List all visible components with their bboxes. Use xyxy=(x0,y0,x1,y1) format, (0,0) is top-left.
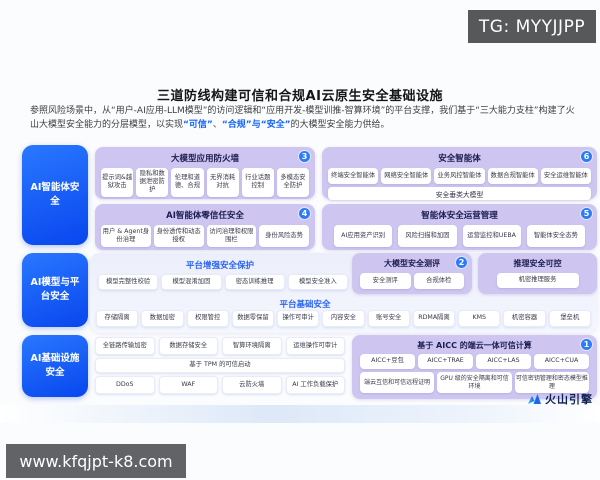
feature-chip: 机密容器 xyxy=(503,310,546,327)
pillar-ai-model-platform-security: AI模型与平台安全 xyxy=(22,253,88,327)
feature-chip: AI应用资产识别 xyxy=(334,225,393,247)
section-title: 智能体安全运营管理 xyxy=(421,211,498,221)
feature-chip: 安全测评 xyxy=(360,273,411,289)
infra-chip-row: 全链路传输加密 数据存储安全 智算环境隔离 运维操作可审计 xyxy=(95,337,345,355)
feature-chip: 机密推理服务 xyxy=(496,273,579,288)
feature-chip: 业务风控智能体 xyxy=(434,168,485,184)
feature-chip: 模型混淆加固 xyxy=(161,274,222,290)
volcengine-logo: 火山引擎 xyxy=(527,391,593,407)
bottom-gradient-band xyxy=(0,405,600,423)
feature-chip: AICC+CUA xyxy=(534,354,589,369)
intro-segment: 的大模型安全能力供给。 xyxy=(290,120,390,131)
infra-chip-row: DDoS WAF 云防火墙 AI 工作负载保护 xyxy=(95,376,345,394)
infra-chip-row: 基于 TPM 的可信启动 xyxy=(95,358,345,373)
feature-chip: 数据零保留 xyxy=(231,310,275,327)
section-title: 安全智能体 xyxy=(438,154,481,164)
feature-chip: 合规体检 xyxy=(413,273,464,289)
feature-chip: 提示词&越狱攻击 xyxy=(101,168,134,197)
intro-paragraph: 参照风险场景中，从“用户-AI应用-LLM模型”的访问逻辑和“应用开发-模型训推… xyxy=(30,104,578,133)
section-title: 基于 AICC 的端云一体可信计算 xyxy=(417,341,532,350)
number-badge: 2 xyxy=(455,256,468,269)
feature-chip: 内容安全 xyxy=(322,310,365,327)
section-title: 大模型安全测评 xyxy=(384,259,440,268)
feature-chip: 网络安全智能体 xyxy=(381,168,432,184)
feature-chip: AICC+LAS xyxy=(476,354,531,369)
feature-chip: 数据加密 xyxy=(141,310,184,327)
platform-enhanced-title: 平台增强安全保护 xyxy=(185,261,254,271)
pillar-ai-infrastructure-security: AI基础设施安全 xyxy=(22,335,88,397)
feature-chip: 运维操作可审计 xyxy=(285,337,345,355)
feature-chip: 操作可审计 xyxy=(277,310,320,327)
feature-chip: WAF xyxy=(158,376,218,394)
section-llm-app-firewall: 大模型应用防火墙 3 提示词&越狱攻击 隐私和数据泄密防护 伦理和道德、合规 无… xyxy=(95,147,315,199)
feature-chip: 存储隔离 xyxy=(96,310,139,327)
number-badge: 4 xyxy=(298,207,311,220)
feature-chip: 终端安全智能体 xyxy=(328,168,379,184)
feature-chip: 基于 TPM 的可信启动 xyxy=(95,358,345,373)
feature-chip: 堡垒机 xyxy=(548,310,591,327)
feature-chip: GPU 级的安全隔离和可信环境 xyxy=(437,372,512,393)
feature-chip: AI 工作负载保护 xyxy=(285,376,345,394)
feature-chip: 行业话题控制 xyxy=(241,168,274,197)
feature-chip: 身份透传和动态授权 xyxy=(153,225,204,247)
section-agent-zero-trust: AI智能体零信任安全 4 用户 & Agent身份治理 身份透传和动态授权 访问… xyxy=(95,204,315,250)
feature-chip: 智算环境隔离 xyxy=(222,337,282,355)
feature-chip: 可信密钥管理和密态模型推理 xyxy=(514,372,589,393)
number-badge: 6 xyxy=(580,150,593,163)
feature-chip: 数据存储安全 xyxy=(158,337,218,355)
section-model-security-eval: 大模型安全测评 2 安全测评 合规体检 xyxy=(352,253,472,294)
feature-chip: 端云互信和可信远程证明 xyxy=(360,372,435,393)
feature-chip: 安全运维智能体 xyxy=(540,168,592,184)
website-watermark: www.kfqjpt-k8.com xyxy=(6,444,186,478)
section-security-agents: 安全智能体 6 终端安全智能体 网络安全智能体 业务风控智能体 数据合规智能体 … xyxy=(322,147,597,200)
security-vertical-model-bar: 安全垂类大模型 xyxy=(328,187,591,200)
section-title: AI智能体零信任安全 xyxy=(166,211,244,221)
section-inference-control: 推理安全可控 机密推理服务 xyxy=(478,253,597,294)
feature-chip: 用户 & Agent身份治理 xyxy=(101,225,151,247)
feature-chip: 伦理和道德、合规 xyxy=(171,168,204,197)
number-badge: 1 xyxy=(580,338,593,351)
feature-chip: AICC+豆包 xyxy=(360,354,415,369)
intro-segment: 参照风险场景中，从“用户-AI应用-LLM模型”的访问逻辑和“应用开发-模型训推… xyxy=(30,106,575,131)
feature-chip: 权限管控 xyxy=(186,310,229,327)
feature-chip: 运营监控和UEBA xyxy=(462,225,521,247)
section-title: 推理安全可控 xyxy=(513,259,562,268)
number-badge: 5 xyxy=(580,207,593,220)
pillar-ai-agent-security: AI智能体安全 xyxy=(22,145,88,245)
feature-chip: DDoS xyxy=(95,376,155,394)
feature-chip: 访问治理和权限围栏 xyxy=(206,225,257,247)
telegram-watermark: TG: MYYJJPP xyxy=(468,10,596,43)
section-model-platform-band: 平台增强安全保护 模型完整性校验 模型混淆加固 密态训练推理 模型安全准入 大模… xyxy=(90,253,597,333)
intro-highlight-trusted: “可信” xyxy=(183,120,213,131)
feature-chip: 模型完整性校验 xyxy=(98,274,159,290)
feature-chip: KMS xyxy=(458,310,501,327)
feature-chip: 身份风险态势 xyxy=(259,225,309,247)
feature-chip: 无界消耗对抗 xyxy=(206,168,239,197)
feature-chip: 数据合规智能体 xyxy=(487,168,538,184)
feature-chip: 密态训练推理 xyxy=(224,274,285,290)
feature-chip: 智能体安全态势 xyxy=(526,225,585,247)
volcengine-logo-text: 火山引擎 xyxy=(545,393,593,406)
section-title: 大模型应用防火墙 xyxy=(170,154,239,164)
intro-highlight-compliant-secure: “合规”与“安全” xyxy=(221,120,291,131)
section-aicc-trusted-computing: 基于 AICC 的端云一体可信计算 1 AICC+豆包 AICC+TRAE AI… xyxy=(352,335,597,399)
volcengine-logo-icon xyxy=(528,393,541,404)
intro-segment: 、 xyxy=(212,120,222,131)
feature-chip: 模型安全准入 xyxy=(287,274,348,290)
feature-chip: AICC+TRAE xyxy=(418,354,473,369)
feature-chip: 风险扫描和加固 xyxy=(398,225,457,247)
number-badge: 3 xyxy=(298,150,311,163)
feature-chip: 账号安全 xyxy=(367,310,410,327)
feature-chip: 云防火墙 xyxy=(222,376,282,394)
feature-chip: 全链路传输加密 xyxy=(95,337,155,355)
feature-chip: RDMA隔离 xyxy=(412,310,456,327)
feature-chip: 多模态安全防护 xyxy=(276,168,310,197)
section-agent-security-ops: 智能体安全运营管理 5 AI应用资产识别 风险扫描和加固 运营监控和UEBA 智… xyxy=(322,204,597,250)
feature-chip: 隐私和数据泄密防护 xyxy=(136,168,169,197)
page-title: 三道防线构建可信和合规AI云原生安全基础设施 xyxy=(157,89,443,104)
platform-base-title: 平台基础安全 xyxy=(279,300,331,310)
